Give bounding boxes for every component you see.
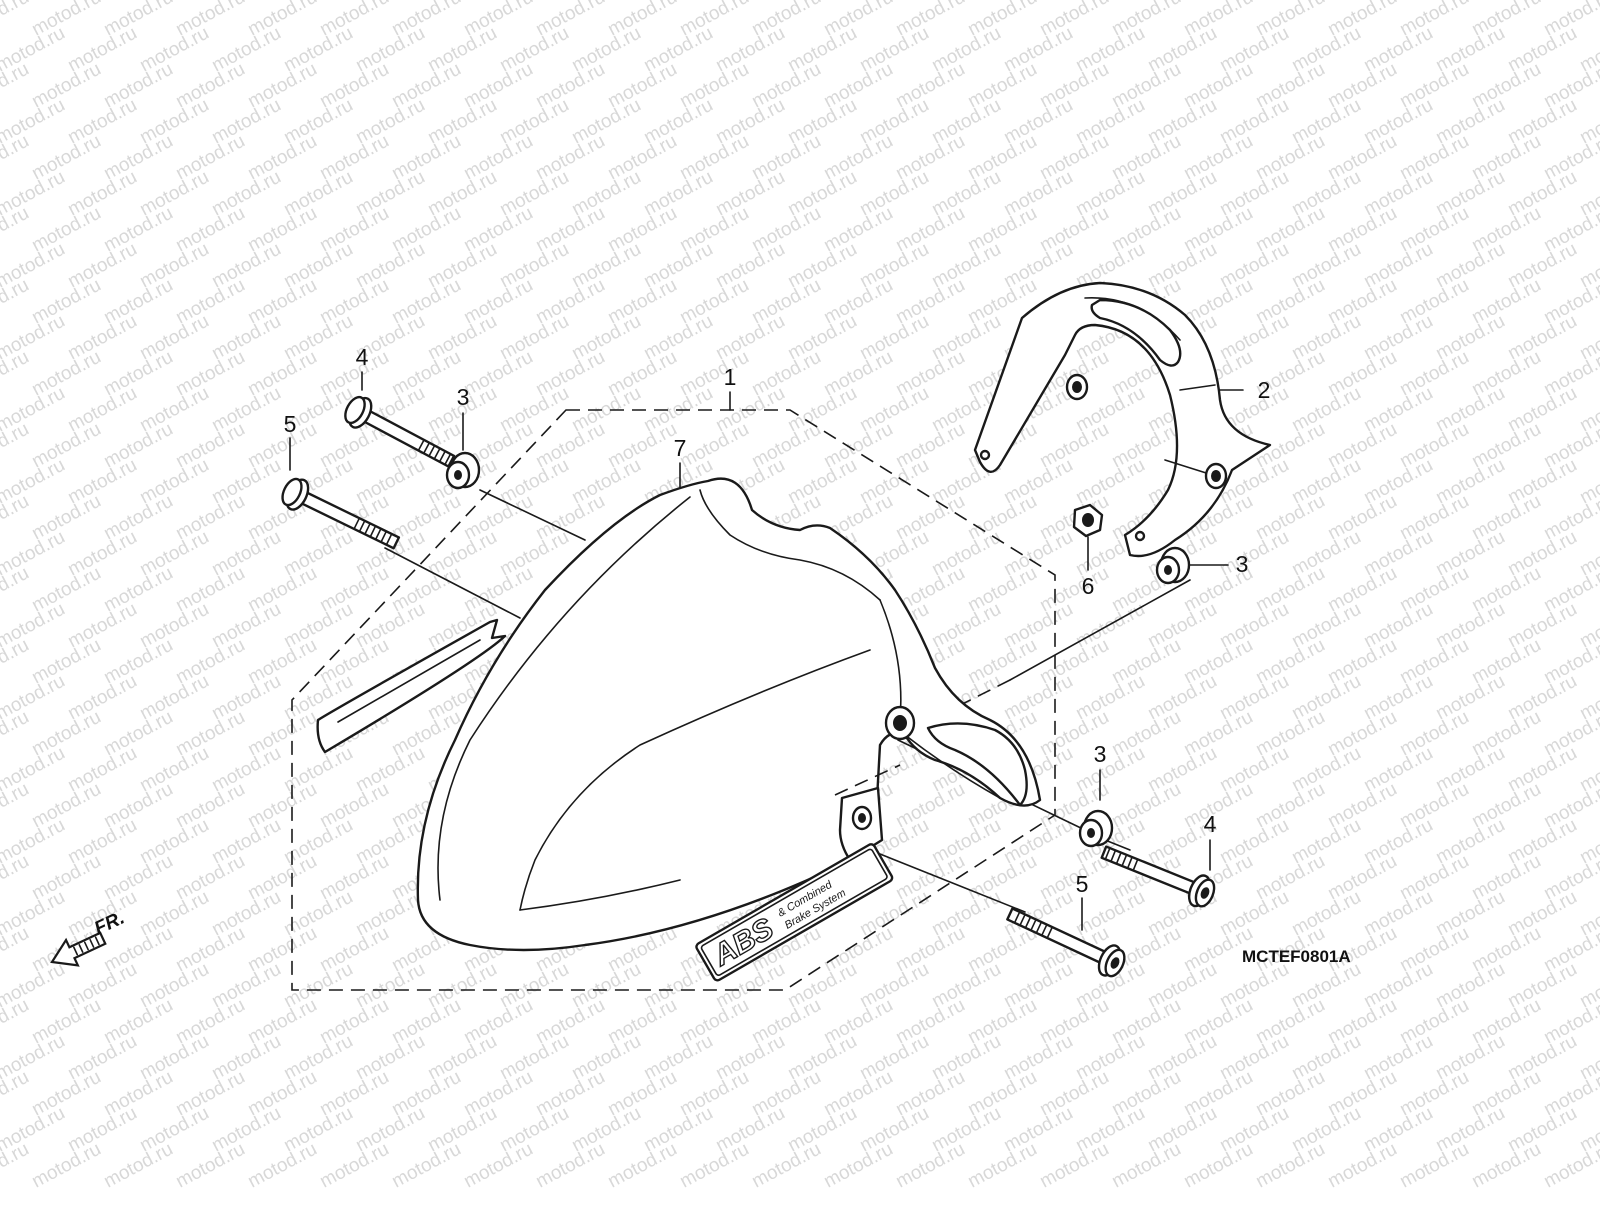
callout-7: 7	[674, 435, 687, 461]
watermark-text: motod.ru	[172, 1139, 248, 1193]
callout-3-upper: 3	[457, 384, 470, 410]
callout-3-lower: 3	[1094, 741, 1107, 767]
watermark-text: motod.ru	[460, 1139, 536, 1193]
callout-2: 2	[1258, 377, 1271, 403]
callout-4-upper: 4	[356, 344, 369, 370]
watermark-text: motod.ru	[100, 1139, 176, 1193]
diagram-code: MCTEF0801A	[1242, 947, 1351, 966]
watermark-text: motod.ru	[388, 1139, 464, 1193]
callout-4-lower: 4	[1204, 811, 1217, 837]
watermark-text: motod.ru	[244, 1139, 320, 1193]
watermark-text: motod.ru	[1108, 1139, 1184, 1193]
watermark-text: motod.ru	[1180, 1139, 1256, 1193]
callout-6: 6	[1082, 573, 1095, 599]
callout-3-right: 3	[1236, 551, 1249, 577]
callout-5-lower: 5	[1076, 871, 1089, 897]
watermark-text: motod.ru	[1252, 1139, 1328, 1193]
callout-1: 1	[724, 364, 737, 390]
watermark-text: motod.ru	[748, 1139, 824, 1193]
watermark-text: motod.ru	[604, 1139, 680, 1193]
watermark-text: motod.ru	[820, 1139, 896, 1193]
watermark-text: motod.ru	[1468, 1139, 1544, 1193]
watermark-text: motod.ru	[892, 1139, 968, 1193]
watermark-text: motod.ru	[1396, 1139, 1472, 1193]
watermark-text: motod.ru	[964, 1139, 1040, 1193]
watermark-text: motod.ru	[28, 1139, 104, 1193]
watermark-text: motod.ru	[532, 1139, 608, 1193]
watermark-text: motod.ru	[1324, 1139, 1400, 1193]
collar-3-lower	[1078, 809, 1114, 848]
watermark-text: motod.ru	[1036, 1139, 1112, 1193]
watermark-text: motod.ru	[676, 1139, 752, 1193]
callout-5-upper: 5	[284, 411, 297, 437]
watermark-text: motod.ru	[316, 1139, 392, 1193]
watermark-text: motod.ru	[1576, 0, 1600, 4]
watermark-text: motod.ru	[0, 0, 33, 40]
watermark-text: motod.ru	[1540, 1139, 1600, 1193]
